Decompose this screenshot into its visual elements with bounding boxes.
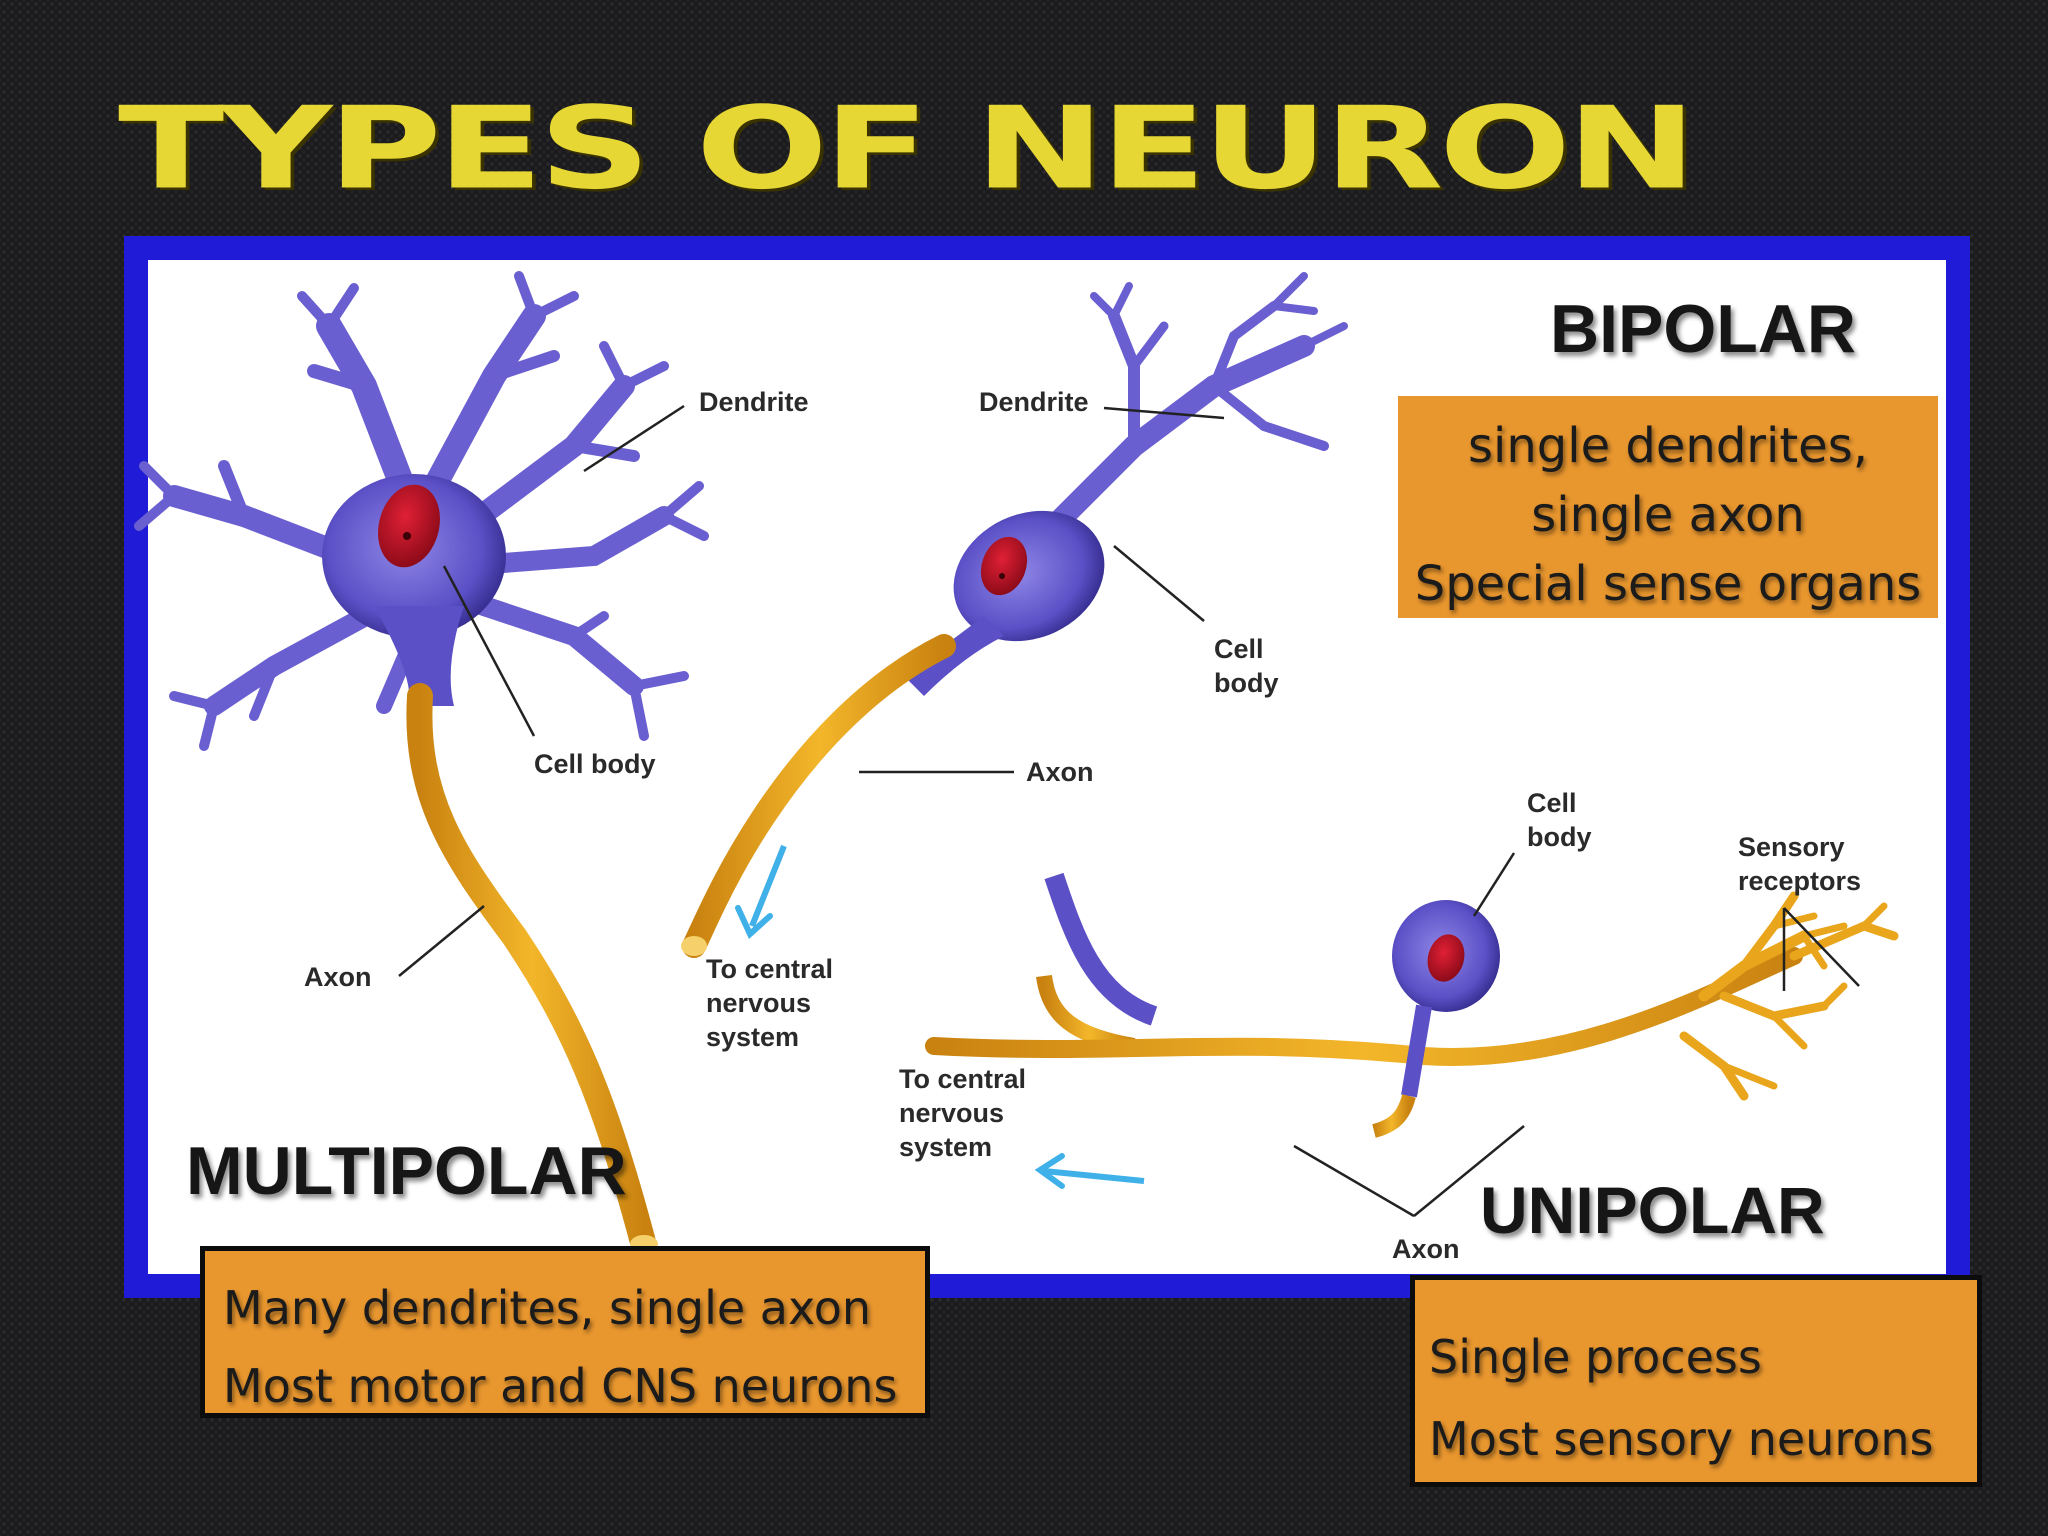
- unipolar-sensory-label-2: receptors: [1738, 866, 1861, 896]
- unipolar-info-box: Single process Most sensory neurons: [1410, 1275, 1982, 1487]
- unipolar-leader-lines: [1293, 852, 1860, 1218]
- multipolar-cell-body-label: Cell body: [534, 749, 656, 779]
- bipolar-neuron: [681, 272, 1348, 958]
- bipolar-leader-lines: [859, 406, 1225, 774]
- multipolar-dendrite-label: Dendrite: [699, 387, 809, 417]
- unipolar-axon-label: Axon: [1392, 1234, 1460, 1264]
- unipolar-cns-label-1: To central: [899, 1064, 1026, 1094]
- bipolar-cell-label-1: Cell: [1214, 634, 1264, 664]
- bipolar-cns-label-1: To central: [706, 954, 833, 984]
- unipolar-heading: UNIPOLAR: [1480, 1173, 1825, 1247]
- bipolar-cns-label-2: nervous: [706, 988, 811, 1018]
- bipolar-cell-label-2: body: [1214, 668, 1279, 698]
- unipolar-info-line-2: Most sensory neurons: [1429, 1412, 1934, 1466]
- unipolar-sensory-label-1: Sensory: [1738, 832, 1845, 862]
- multipolar-axon-label: Axon: [304, 962, 372, 992]
- multipolar-leader-lines: [398, 404, 685, 977]
- unipolar-cell-label-1: Cell: [1527, 788, 1577, 818]
- unipolar-info-line-1: Single process: [1429, 1330, 1762, 1384]
- bipolar-info-line-2: single axon: [1531, 487, 1805, 543]
- bipolar-heading: BIPOLAR: [1550, 291, 1856, 367]
- multipolar-heading: MULTIPOLAR: [186, 1133, 627, 1209]
- unipolar-cns-label-3: system: [899, 1132, 992, 1162]
- unipolar-cell-label-2: body: [1527, 822, 1592, 852]
- page-title: TYPES OF NEURON: [118, 82, 1697, 215]
- bipolar-info-line-1: single dendrites,: [1468, 418, 1868, 474]
- neuron-diagram: Dendrite Cell body Axon Dendrite Cell bo…: [134, 271, 1899, 1264]
- bipolar-dendrite-label: Dendrite: [979, 387, 1089, 417]
- multipolar-info-line-1: Many dendrites, single axon: [223, 1281, 872, 1335]
- unipolar-neuron: [925, 872, 1899, 1189]
- unipolar-cns-label-2: nervous: [899, 1098, 1004, 1128]
- multipolar-info-line-2: Most motor and CNS neurons: [223, 1359, 898, 1413]
- bipolar-axon-label: Axon: [1026, 757, 1094, 787]
- bipolar-info-line-3: Special sense organs: [1414, 556, 1922, 612]
- bipolar-info-box: single dendrites, single axon Special se…: [1398, 396, 1938, 618]
- bipolar-cns-label-3: system: [706, 1022, 799, 1052]
- multipolar-info-box: Many dendrites, single axon Most motor a…: [200, 1246, 930, 1418]
